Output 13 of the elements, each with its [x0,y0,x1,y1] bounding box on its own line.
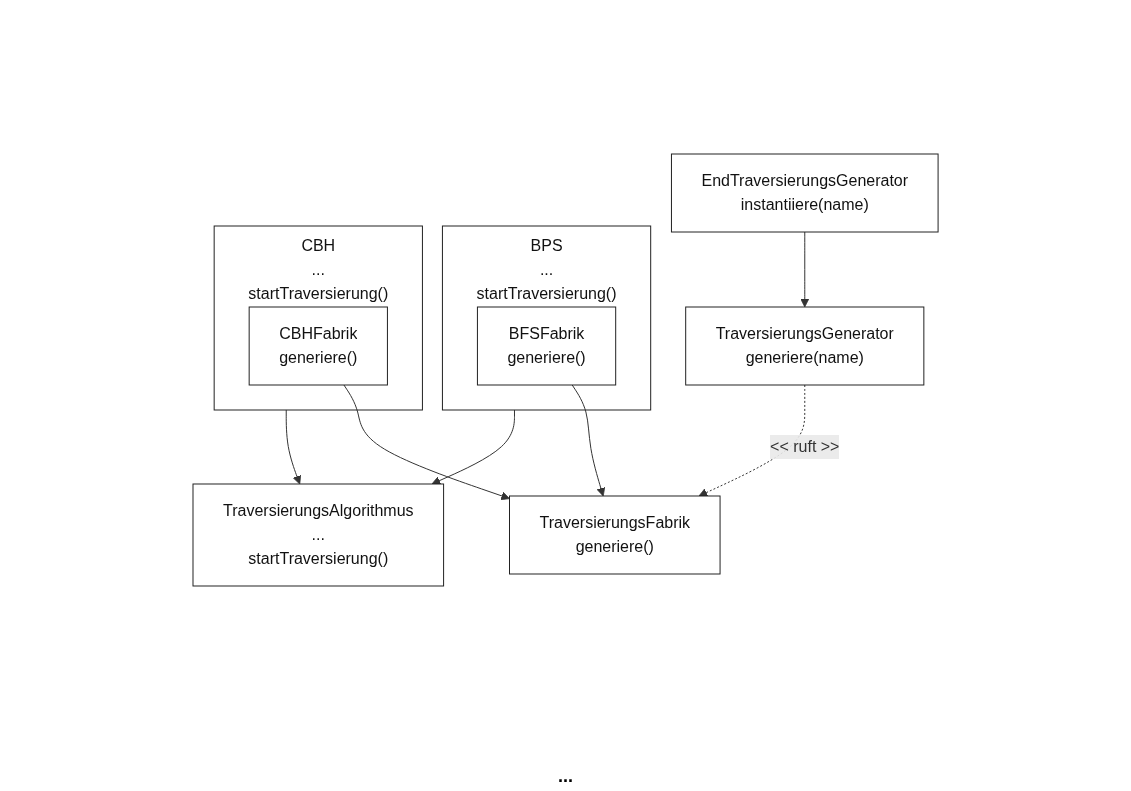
ellipsis-text: ... [558,766,573,787]
arrow [285,409,302,485]
node-box: TraversierungsFabrik generiere() [508,495,721,575]
arrow [343,384,510,501]
arrow [800,231,810,308]
arrow [431,409,515,485]
arrow [571,384,606,497]
node-box: TraversierungsGenerator generiere(name) [685,306,925,386]
node-box: EndTraversierungsGenerator instantiiere(name) [670,153,939,233]
node-box: CBHFabrik generiere() [248,306,388,386]
edge-label: << ruft >> [770,438,840,455]
node-box: BFSFabrik generiere() [476,306,617,386]
node-box: TraversierungsAlgorithmus ... startTraversierung() [192,483,445,587]
